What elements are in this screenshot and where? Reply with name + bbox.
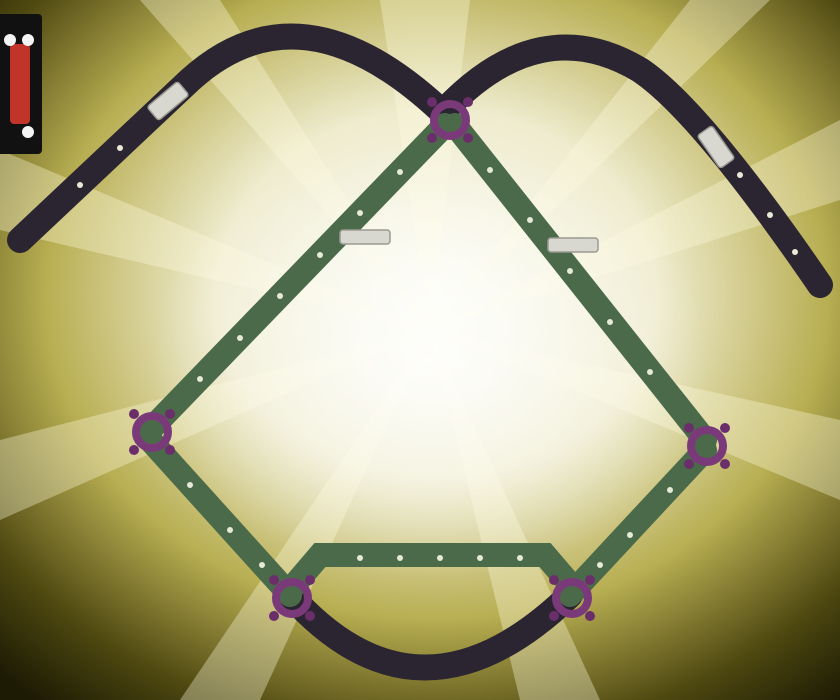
step-badge-dot xyxy=(4,34,16,46)
step-number-badge: 1 xyxy=(0,14,42,154)
step-badge-dot xyxy=(22,34,34,46)
step-number-digit xyxy=(10,44,30,124)
step-badge-dot xyxy=(22,126,34,138)
step-number-label: 1 xyxy=(0,14,1,15)
track-clip-upper-left xyxy=(340,230,390,244)
track-clip-upper-right xyxy=(548,238,598,252)
